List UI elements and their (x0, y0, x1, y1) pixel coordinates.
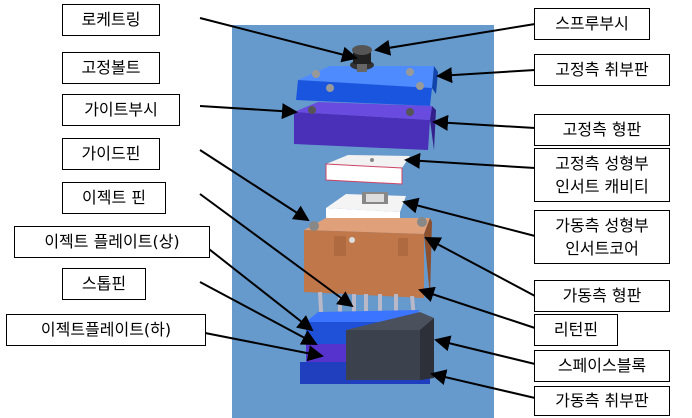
label-fixed-cavity-line2: 인서트 캐비티 (555, 177, 649, 196)
label-space-block: 스페이스블록 (534, 350, 670, 382)
label-eject-plate-lower: 이젝트플레이트(하) (6, 314, 206, 346)
label-eject-plate-upper: 이젝트 플레이트(상) (14, 226, 210, 258)
fixed-cavity-insert-shape (325, 155, 410, 185)
label-fixing-bolt: 고정볼트 (62, 52, 160, 84)
arrow-sprue-bush (374, 23, 536, 56)
arrow-guide-pin (199, 149, 310, 222)
moving-template-shape (304, 217, 432, 298)
arrow-eject-pin (199, 193, 354, 308)
label-moving-clamp-plate: 가동측 취부판 (534, 386, 670, 416)
arrow-moving-clamp-plate (430, 369, 536, 399)
arrow-locating-ring (199, 17, 358, 63)
label-moving-template: 가동측 형판 (534, 280, 670, 312)
arrow-fixed-clamp-plate (436, 67, 536, 84)
arrow-moving-core (402, 197, 536, 237)
arrow-fixed-cavity (404, 152, 536, 169)
arrow-eject-plate-lower (199, 331, 324, 362)
arrow-stop-pin (199, 281, 318, 345)
label-fixed-template: 고정측 형판 (534, 114, 670, 146)
label-locating-ring: 로케트링 (62, 4, 160, 36)
label-fixed-clamp-plate: 고정측 취부판 (534, 54, 670, 86)
label-guide-bush: 가이트부시 (62, 94, 180, 126)
fixed-clamp-plate-shape (296, 66, 438, 106)
label-moving-core: 가동측 성형부 인서트코어 (534, 210, 670, 264)
label-moving-core-line2: 인서트코어 (565, 239, 639, 258)
label-moving-core-line1: 가동측 성형부 (555, 216, 649, 235)
label-stop-pin: 스톱핀 (62, 268, 146, 300)
label-guide-pin: 가이드핀 (62, 138, 160, 170)
label-return-pin: 리턴핀 (534, 314, 618, 346)
label-sprue-bush: 스프루부시 (534, 8, 650, 40)
arrow-eject-plate-upper (199, 241, 314, 332)
label-eject-pin: 이젝트 핀 (62, 182, 166, 214)
arrow-return-pin (418, 286, 536, 329)
label-fixed-cavity-line1: 고정측 성형부 (555, 154, 649, 173)
arrow-guide-bush (199, 103, 298, 120)
arrow-space-block (434, 335, 536, 365)
arrow-moving-template (424, 237, 536, 297)
label-fixed-cavity: 고정측 성형부 인서트 캐비티 (534, 148, 670, 202)
arrow-fixed-template (432, 114, 536, 131)
ejector-assembly-shape (300, 310, 434, 384)
